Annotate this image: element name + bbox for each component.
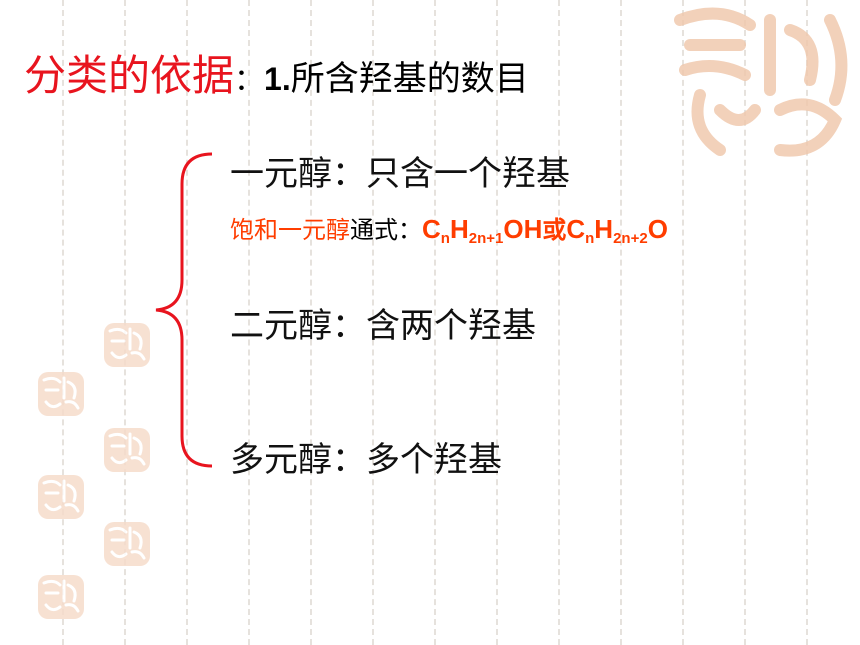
brace-icon [155,152,213,468]
formula-red-label: 饱和一元醇 [230,216,350,244]
seal-stamp-icon [104,522,150,566]
grid-line [248,0,250,645]
grid-line [434,0,436,645]
formula-n-subscript: n [585,230,595,247]
list-item: 一元醇：只含一个羟基 [230,154,570,194]
grid-line [744,0,746,645]
seal-stamp-icon [38,475,84,519]
formula-tail: O [647,214,668,244]
grid-line [496,0,498,645]
seal-stamp-icon [38,575,84,619]
grid-line [682,0,684,645]
grid-line [124,0,126,645]
title-main: 分类的依据 [24,51,235,100]
formula-connector: 或 [542,216,567,244]
title-separator: ： [234,63,265,98]
grid-line [620,0,622,645]
formula-h: H [449,214,469,244]
grid-line [186,0,188,645]
title-number: 1. [264,61,291,97]
list-item: 二元醇：含两个羟基 [230,306,536,346]
formula-h: H [594,214,614,244]
title-subtitle: 所含羟基的数目 [290,59,529,99]
grid-line [558,0,560,645]
seal-stamp-icon [104,323,150,367]
formula-one: CnH2n+1OH [422,214,543,247]
grid-line [62,0,64,645]
list-item: 多元醇：多个羟基 [230,440,502,480]
formula-h-subscript: 2n+2 [613,230,648,247]
formula-c: C [566,214,586,244]
formula-two: CnH2n+2O [566,214,668,247]
formula-c: C [422,214,441,244]
seal-stamp-icon [660,0,860,170]
seal-stamp-icon [104,428,150,472]
grid-line [806,0,808,645]
formula-h-subscript: 2n+1 [468,230,504,247]
formula-n-subscript: n [440,230,450,247]
page-title: 分类的依据：1.所含羟基的数目 [24,48,529,109]
general-formula: 饱和一元醇通式：CnH2n+1OH或CnH2n+2O [230,212,668,256]
formula-black-label: 通式： [350,216,422,244]
formula-tail: OH [503,214,543,244]
seal-stamp-icon [38,372,84,416]
grid-line [310,0,312,645]
grid-line [372,0,374,645]
